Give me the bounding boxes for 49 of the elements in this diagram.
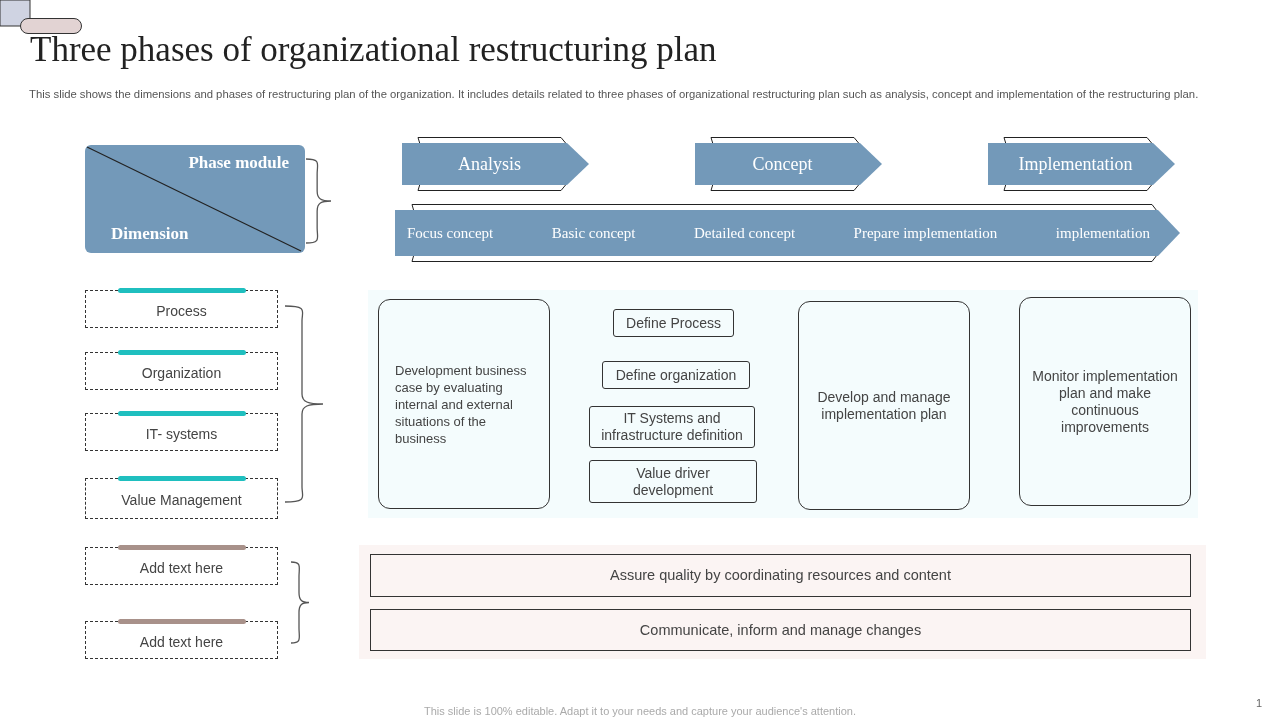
node-text: Develop and manage implementation plan <box>816 388 952 423</box>
stage-label: implementation <box>1055 224 1150 242</box>
dimension-box <box>85 621 278 659</box>
phase-chevron <box>402 137 589 191</box>
phase-chevron <box>988 137 1175 191</box>
description-text: This slide shows the dimensions and phases of restructuring plan of the organization. It includes details related to three phases of organizational restructuring plan such as analysis, concept and implementation of the restructuring plan. <box>29 88 1200 101</box>
node-text: Define Process <box>626 314 721 332</box>
page-number: 1 <box>1256 697 1263 709</box>
stage-label: Basic concept <box>551 224 636 242</box>
slide-title: Three phases of organizational restructuring plan <box>30 30 717 70</box>
phase-label: Concept <box>752 155 814 173</box>
phase-card <box>798 301 970 510</box>
header-box <box>85 145 305 253</box>
dimension-box <box>85 547 278 585</box>
header-text: Dimension <box>111 224 189 244</box>
node-text: Process <box>156 302 207 320</box>
task-box <box>613 309 734 337</box>
node-text: IT- systems <box>145 425 218 443</box>
node-text: Add text here <box>139 559 224 577</box>
activity-bar <box>370 609 1191 651</box>
phase-chevron <box>695 137 882 191</box>
task-box <box>589 406 755 448</box>
dimension-box <box>85 478 278 519</box>
node-text: Monitor implementation plan and make continuous improvements <box>1031 367 1179 436</box>
node-text: Assure quality by coordinating resources and content <box>610 567 951 584</box>
dimension-box <box>85 290 278 328</box>
stage-arrow <box>395 204 1180 262</box>
phase-card <box>1019 297 1191 506</box>
task-box <box>602 361 750 389</box>
node-text: Organization <box>141 364 222 382</box>
stage-label: Prepare implementation <box>853 224 998 242</box>
activity-bar <box>370 554 1191 597</box>
node-text: IT Systems and infrastructure definition <box>600 410 744 444</box>
header-text: Phase module <box>188 153 289 173</box>
stage-label: Focus concept <box>407 224 494 242</box>
phase-label: Implementation <box>1018 155 1134 173</box>
node-text: Value Management <box>121 492 242 509</box>
node-text: Add text here <box>139 633 224 651</box>
node-text: Communicate, inform and manage changes <box>639 621 922 639</box>
node-text: Value driver development <box>631 464 715 499</box>
node-text: Development business case by evaluating internal and external situations of the business <box>395 361 528 447</box>
stage-label: Detailed concept <box>693 224 796 242</box>
phase-label: Analysis <box>458 155 522 173</box>
footer-note: This slide is 100% editable. Adapt it to your needs and capture your audience's attention. <box>423 705 857 717</box>
dimension-box <box>85 413 278 451</box>
task-box <box>589 460 757 503</box>
dimension-box <box>85 352 278 390</box>
node-text: Define organization <box>615 366 737 384</box>
phase-card <box>378 299 550 509</box>
